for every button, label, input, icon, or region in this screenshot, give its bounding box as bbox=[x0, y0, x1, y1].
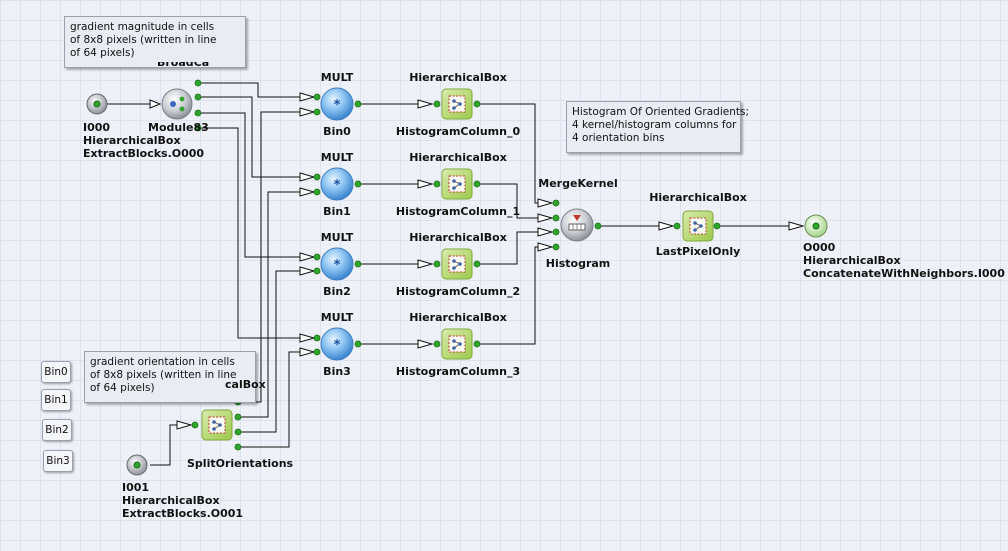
input-node-i001 bbox=[126, 454, 148, 476]
bin2-name-label: Bin2 bbox=[323, 285, 351, 298]
column3-type-label: HierarchicalBox bbox=[409, 311, 507, 324]
column0-name-label: HistogramColumn_0 bbox=[395, 125, 521, 138]
svg-text:*: * bbox=[334, 98, 341, 113]
svg-text:*: * bbox=[334, 258, 341, 273]
note-gradient-magnitude[interactable]: gradient magnitude in cells of 8x8 pixel… bbox=[64, 16, 246, 68]
wire-m83-bin0 bbox=[199, 82, 302, 98]
last-type-label: HierarchicalBox bbox=[649, 191, 747, 204]
module83-type-label: BroadCa bbox=[157, 56, 210, 69]
column1-type-label: HierarchicalBox bbox=[409, 151, 507, 164]
hbox-histogram-column-1 bbox=[441, 168, 473, 200]
mult-node-bin0: * bbox=[320, 87, 354, 121]
split-name-label: SplitOrientations bbox=[187, 457, 294, 470]
wire-split-bin2 bbox=[238, 270, 302, 433]
bin1-type-label: MULT bbox=[320, 151, 354, 164]
module83-node bbox=[161, 88, 193, 120]
wire-m83-bin3 bbox=[199, 127, 302, 339]
wire-m83-bin2 bbox=[199, 112, 302, 258]
wire-col1-merge bbox=[477, 183, 540, 219]
output-o000-label: O000 HierarchicalBox ConcatenateWithNeig… bbox=[803, 241, 1005, 280]
note-hog[interactable]: Histogram Of Oriented Gradients; 4 kerne… bbox=[566, 101, 749, 153]
input-i001-label: I001 HierarchicalBox ExtractBlocks.O001 bbox=[122, 481, 244, 520]
hbox-histogram-column-3 bbox=[441, 328, 473, 360]
wire-split-bin1 bbox=[238, 191, 302, 418]
wire-i001-split bbox=[150, 424, 180, 466]
wire-split-bin3 bbox=[238, 351, 302, 448]
column1-name-label: HistogramColumn_1 bbox=[395, 205, 521, 218]
hbox-split-orientations bbox=[201, 409, 233, 441]
bin3-type-label: MULT bbox=[320, 311, 354, 324]
wire-m83-bin1 bbox=[199, 96, 302, 178]
column2-type-label: HierarchicalBox bbox=[409, 231, 507, 244]
bin0-type-label: MULT bbox=[320, 71, 354, 84]
module83-name-label: Module83 bbox=[148, 121, 209, 134]
side-button-bin2[interactable]: Bin2 bbox=[42, 419, 72, 441]
side-button-bin0[interactable]: Bin0 bbox=[41, 361, 71, 383]
bin1-name-label: Bin1 bbox=[323, 205, 351, 218]
mult-node-bin1: * bbox=[320, 167, 354, 201]
side-button-bin1[interactable]: Bin1 bbox=[41, 389, 71, 411]
hbox-histogram-column-0 bbox=[441, 88, 473, 120]
hbox-histogram-column-2 bbox=[441, 248, 473, 280]
column2-name-label: HistogramColumn_2 bbox=[395, 285, 521, 298]
mult-node-bin3: * bbox=[320, 327, 354, 361]
svg-text:*: * bbox=[334, 338, 341, 353]
column0-type-label: HierarchicalBox bbox=[409, 71, 507, 84]
wire-col2-merge bbox=[477, 231, 540, 265]
column3-name-label: HistogramColumn_3 bbox=[395, 365, 521, 378]
hbox-last-pixel-only bbox=[682, 210, 714, 242]
bin0-name-label: Bin0 bbox=[323, 125, 351, 138]
svg-text:*: * bbox=[334, 178, 341, 193]
merge-kernel-node bbox=[560, 208, 594, 242]
merge-type-label: MergeKernel bbox=[538, 177, 618, 190]
side-button-bin3[interactable]: Bin3 bbox=[43, 450, 73, 472]
input-i000-label: I000 HierarchicalBox ExtractBlocks.O000 bbox=[83, 121, 205, 160]
mult-node-bin2: * bbox=[320, 247, 354, 281]
split-type-label: calBox bbox=[225, 378, 266, 391]
bin3-name-label: Bin3 bbox=[323, 365, 351, 378]
bin2-type-label: MULT bbox=[320, 231, 354, 244]
last-name-label: LastPixelOnly bbox=[655, 245, 741, 258]
input-node-i000 bbox=[86, 93, 108, 115]
note-gradient-orientation[interactable]: gradient orientation in cells of 8x8 pix… bbox=[84, 351, 256, 403]
merge-name-label: Histogram bbox=[545, 257, 611, 270]
output-node-o000 bbox=[804, 214, 828, 238]
